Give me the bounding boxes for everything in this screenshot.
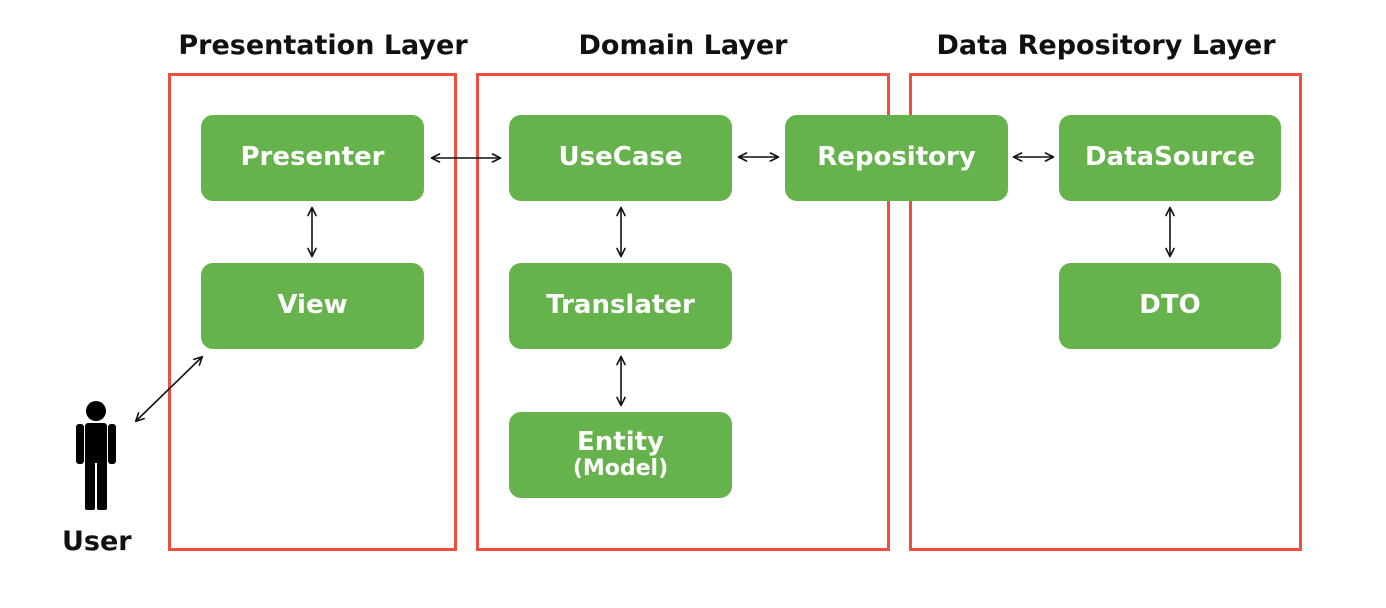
presenter-label: Presenter <box>240 142 385 173</box>
user-label: User <box>62 526 132 557</box>
repository-label: Repository <box>817 142 976 173</box>
entity-sub-label: (Model) <box>572 456 669 482</box>
domain-layer-title: Domain Layer <box>578 30 788 61</box>
view-node: View <box>201 263 424 349</box>
presentation-layer-box <box>168 73 457 551</box>
entity-node: Entity (Model) <box>509 412 732 498</box>
datasource-node: DataSource <box>1059 115 1281 201</box>
repository-node: Repository <box>785 115 1008 201</box>
entity-label: Entity <box>577 427 664 458</box>
usecase-label: UseCase <box>558 142 683 173</box>
translater-node: Translater <box>509 263 732 349</box>
view-label: View <box>277 290 348 321</box>
domain-layer-box <box>476 73 890 551</box>
usecase-node: UseCase <box>509 115 732 201</box>
user-icon <box>76 401 116 510</box>
presentation-layer-title: Presentation Layer <box>178 30 468 61</box>
datasource-label: DataSource <box>1084 142 1256 173</box>
data-repository-layer-box <box>909 73 1302 551</box>
dto-label: DTO <box>1139 290 1201 321</box>
translater-label: Translater <box>546 290 695 321</box>
data-repository-layer-title: Data Repository Layer <box>936 30 1276 61</box>
presenter-node: Presenter <box>201 115 424 201</box>
dto-node: DTO <box>1059 263 1281 349</box>
